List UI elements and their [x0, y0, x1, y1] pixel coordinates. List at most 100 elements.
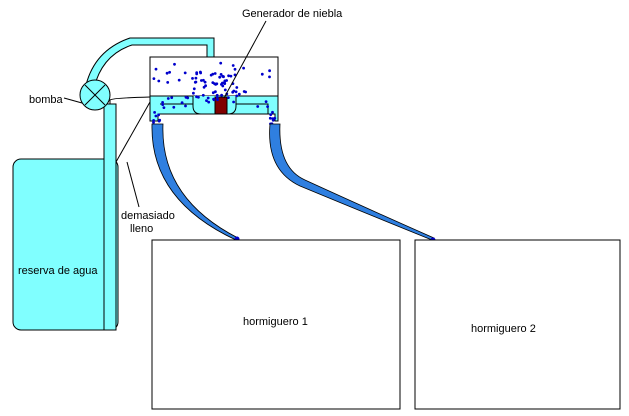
mist-dot	[218, 75, 222, 79]
mist-dot	[193, 80, 197, 84]
mist-dot	[195, 72, 199, 76]
mist-generator	[214, 96, 228, 115]
label-nest-2: hormiguero 2	[471, 323, 536, 335]
mist-dot	[152, 119, 156, 122]
mist-dot	[269, 113, 273, 116]
mist-dot	[172, 105, 176, 109]
mist-dot	[266, 105, 269, 108]
mist-dot	[219, 73, 223, 76]
mist-dot	[168, 70, 172, 74]
mist-dot	[161, 103, 165, 106]
mist-dot	[211, 81, 215, 84]
mist-dot	[223, 88, 227, 92]
ant-nest-2	[414, 239, 621, 410]
mist-dot	[221, 81, 224, 85]
mist-dot	[221, 84, 225, 88]
mist-dot	[268, 69, 271, 73]
mist-dot	[165, 71, 169, 75]
mist-dot	[214, 90, 217, 94]
mist-dot	[161, 101, 165, 104]
mist-dot	[233, 67, 237, 71]
mist-dot	[234, 90, 238, 94]
mist-dot	[213, 72, 217, 75]
mist-dot	[271, 110, 274, 114]
mist-dot	[227, 96, 230, 99]
mist-dot	[242, 66, 246, 70]
mist-dot	[170, 96, 174, 99]
mist-dot	[166, 81, 170, 84]
mist-dot	[219, 61, 223, 65]
mist-dot	[157, 79, 161, 83]
mist-dot	[204, 84, 208, 88]
mist-dot	[201, 93, 205, 97]
mist-dot	[205, 99, 208, 102]
pump-leader-line	[63, 97, 83, 104]
mist-dot	[215, 96, 219, 99]
mist-dot	[199, 70, 202, 74]
mist-dot	[260, 72, 264, 76]
mist-dots	[152, 61, 277, 128]
mist-dot	[235, 86, 239, 89]
mist-dot	[232, 100, 236, 104]
mist-dot	[222, 75, 225, 79]
mist-dot	[211, 91, 215, 95]
mist-dot	[212, 98, 216, 102]
mist-dot	[207, 100, 211, 104]
label-mist-generator: Generador de niebla	[242, 8, 343, 20]
label-nest-1: hormiguero 1	[243, 316, 308, 328]
mist-dot	[191, 77, 194, 80]
mist-dot	[200, 79, 203, 82]
mist-dot	[177, 78, 181, 82]
generator-leader-line	[223, 20, 267, 99]
mist-dot	[197, 95, 200, 99]
mist-dot	[192, 91, 195, 95]
mist-dot	[237, 92, 241, 96]
mist-dot	[192, 87, 196, 91]
mist-dot	[223, 82, 227, 85]
overflow-leader-line	[126, 161, 140, 208]
mist-dot	[152, 121, 155, 124]
mist-dot	[264, 100, 268, 103]
mist-dot	[173, 62, 176, 66]
mist-dot	[184, 95, 188, 99]
outlet-tube-2	[269, 123, 435, 241]
mist-dot	[256, 105, 260, 108]
overflow-tube	[109, 96, 151, 165]
mist-dot	[157, 113, 161, 117]
overflow-tube-inner	[115, 101, 151, 163]
mist-dot	[180, 101, 184, 105]
ant-nest-1	[151, 239, 401, 410]
outlet-tube-1	[151, 123, 239, 241]
label-pump: bomba	[29, 94, 64, 106]
mist-dot	[227, 74, 231, 78]
mist-dot	[235, 94, 239, 98]
mist-dot	[225, 79, 229, 82]
mist-dot	[231, 64, 235, 67]
mist-dot	[153, 111, 157, 114]
water-reservoir-tank	[12, 158, 119, 331]
chamber-inner-wall	[160, 103, 269, 114]
mist-dot	[211, 72, 215, 76]
pump-cross-b	[84, 84, 106, 106]
mist-dot	[268, 75, 271, 79]
mist-dot	[183, 71, 187, 75]
pump-intake-tube	[103, 103, 117, 331]
mist-dot	[215, 93, 219, 97]
mist-dot	[216, 98, 219, 102]
mist-dot	[152, 77, 156, 80]
label-overflow-2: lleno	[130, 223, 153, 235]
mist-dot	[268, 116, 272, 120]
label-overflow-1: demasiado	[121, 210, 175, 222]
mist-dot	[229, 74, 233, 78]
mist-dot	[242, 90, 246, 93]
label-water-reserve: reserva de agua	[18, 265, 98, 277]
mist-dot	[194, 76, 198, 80]
mist-dot	[184, 104, 187, 108]
mist-dot	[214, 83, 218, 86]
mist-dot	[220, 93, 224, 97]
mist-dot	[231, 90, 235, 94]
mist-dot	[162, 106, 166, 109]
mist-dot	[154, 114, 158, 118]
